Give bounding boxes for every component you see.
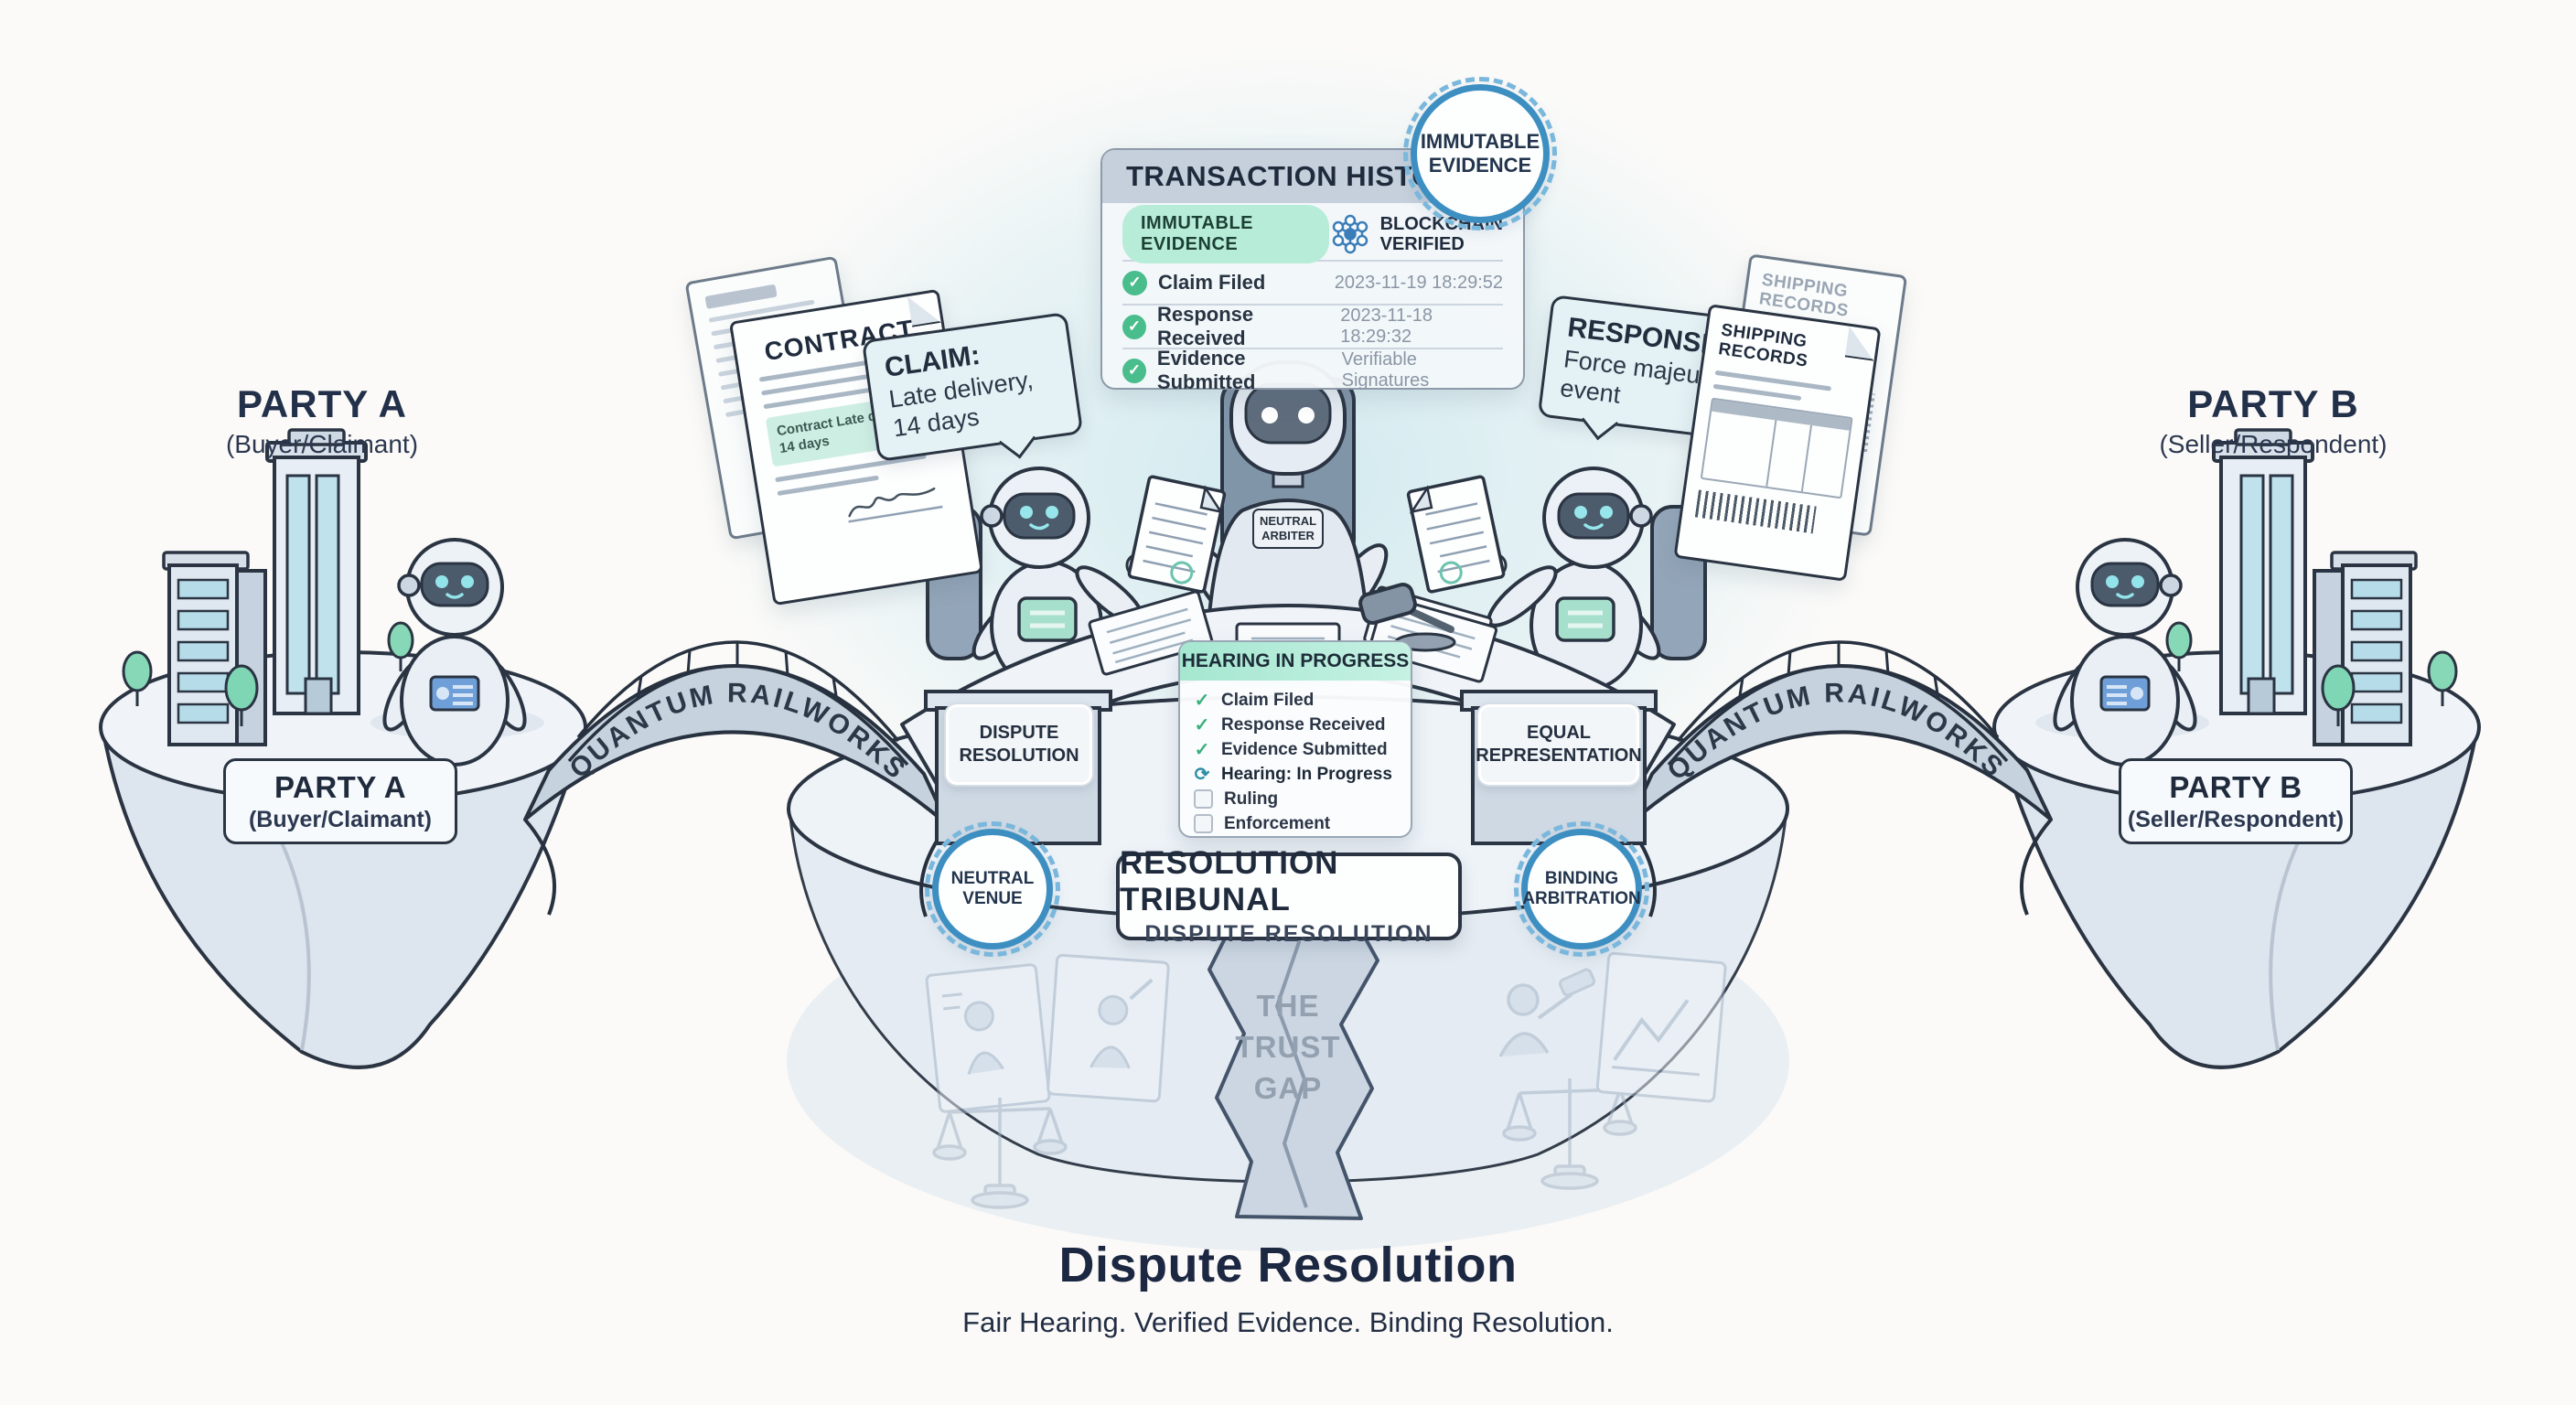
contract-document: CONTRACT Contract Late delivery, 14 days bbox=[728, 288, 984, 606]
hearing-item-label: Evidence Submitted bbox=[1221, 739, 1388, 759]
tx-row-value: 2023-11-19 18:29:52 bbox=[1334, 272, 1503, 293]
ghost-courtroom-right bbox=[1498, 951, 1727, 1190]
tribunal-line1: RESOLUTION TRIBUNAL bbox=[1120, 845, 1339, 917]
party-a-island bbox=[99, 428, 587, 1069]
check-icon: ✓ bbox=[1194, 740, 1210, 760]
hearing-progress-panel: HEARING IN PROGRESS ✓ Claim Filed ✓ Resp… bbox=[1178, 640, 1412, 838]
page-tagline: Fair Hearing. Verified Evidence. Binding… bbox=[962, 1306, 1614, 1338]
desk-document-left bbox=[1088, 590, 1214, 676]
check-icon: ✓ bbox=[1122, 358, 1146, 383]
immutable-evidence-pill: IMMUTABLE EVIDENCE bbox=[1122, 205, 1329, 263]
tx-row-value: Verifiable Signatures bbox=[1341, 349, 1430, 391]
check-icon: ✓ bbox=[1122, 314, 1146, 339]
hearing-item: Ruling bbox=[1193, 787, 1398, 811]
tx-row-label: Claim Filed bbox=[1158, 271, 1266, 294]
immutable-evidence-seal: IMMUTABLE EVIDENCE bbox=[1403, 77, 1557, 231]
hearing-item-label: Enforcement bbox=[1224, 813, 1331, 833]
blockchain-icon bbox=[1332, 214, 1368, 254]
tx-row-value: 2023-11-18 18:29:32 bbox=[1340, 306, 1433, 347]
party-b-heading: PARTY B (Seller/Respondent) bbox=[2081, 382, 2465, 459]
party-a-name: PARTY A bbox=[237, 382, 407, 425]
hearing-item: ✓ Response Received bbox=[1193, 713, 1398, 737]
hearing-item: ✓ Evidence Submitted bbox=[1193, 737, 1398, 762]
check-icon: ✓ bbox=[1194, 715, 1210, 735]
signature bbox=[848, 487, 943, 523]
hearing-title: HEARING IN PROGRESS bbox=[1180, 642, 1411, 681]
hearing-item: ✓ Claim Filed bbox=[1193, 688, 1398, 713]
check-icon: ✓ bbox=[1194, 691, 1210, 711]
party-b-name: PARTY B bbox=[2187, 382, 2359, 425]
hearing-item-label: Ruling bbox=[1224, 788, 1279, 809]
hearing-item-active: ⟳ Hearing: In Progress bbox=[1193, 762, 1398, 787]
party-b-island bbox=[1992, 428, 2481, 1069]
hearing-item-label: Response Received bbox=[1221, 714, 1386, 735]
resolution-tribunal-plaque: RESOLUTION TRIBUNAL DISPUTE RESOLUTION bbox=[1116, 845, 1462, 947]
transaction-row: ✓ Response Received 2023-11-18 18:29:32 bbox=[1122, 303, 1503, 349]
shipping-table bbox=[1700, 397, 1853, 499]
party-a-role: (Buyer/Claimant) bbox=[225, 430, 419, 458]
tribunal-line2: DISPUTE RESOLUTION bbox=[1144, 921, 1433, 947]
empty-checkbox-icon bbox=[1194, 814, 1213, 833]
empty-checkbox-icon bbox=[1194, 789, 1213, 809]
tx-row-label: Evidence Submitted bbox=[1156, 347, 1256, 393]
seal-line: IMMUTABLE bbox=[1420, 130, 1540, 154]
ghost-courtroom-left bbox=[925, 953, 1170, 1209]
page-title: Dispute Resolution bbox=[1058, 1238, 1518, 1292]
hearing-item: Enforcement bbox=[1193, 811, 1398, 836]
seal-line: EVIDENCE bbox=[1428, 154, 1532, 177]
party-a-plaque: PARTY A(Buyer/Claimant) bbox=[223, 758, 457, 844]
party-b-plaque: PARTY B(Seller/Respondent) bbox=[2119, 758, 2353, 844]
hearing-item-label: Claim Filed bbox=[1221, 690, 1315, 710]
hearing-item-label: Hearing: In Progress bbox=[1221, 764, 1392, 784]
party-b-role: (Seller/Respondent) bbox=[2159, 430, 2388, 458]
tx-row-label: Response Received bbox=[1157, 303, 1254, 349]
check-icon: ✓ bbox=[1122, 270, 1147, 295]
transaction-row: ✓ Evidence Submitted Verifiable Signatur… bbox=[1122, 347, 1503, 393]
barcode bbox=[1694, 489, 1817, 534]
page-title-block: Dispute Resolution Fair Hearing. Verifie… bbox=[739, 1237, 1837, 1339]
party-a-heading: PARTY A (Buyer/Claimant) bbox=[130, 382, 514, 459]
progress-icon: ⟳ bbox=[1194, 765, 1210, 785]
transaction-row: ✓ Claim Filed 2023-11-19 18:29:52 bbox=[1122, 260, 1503, 304]
